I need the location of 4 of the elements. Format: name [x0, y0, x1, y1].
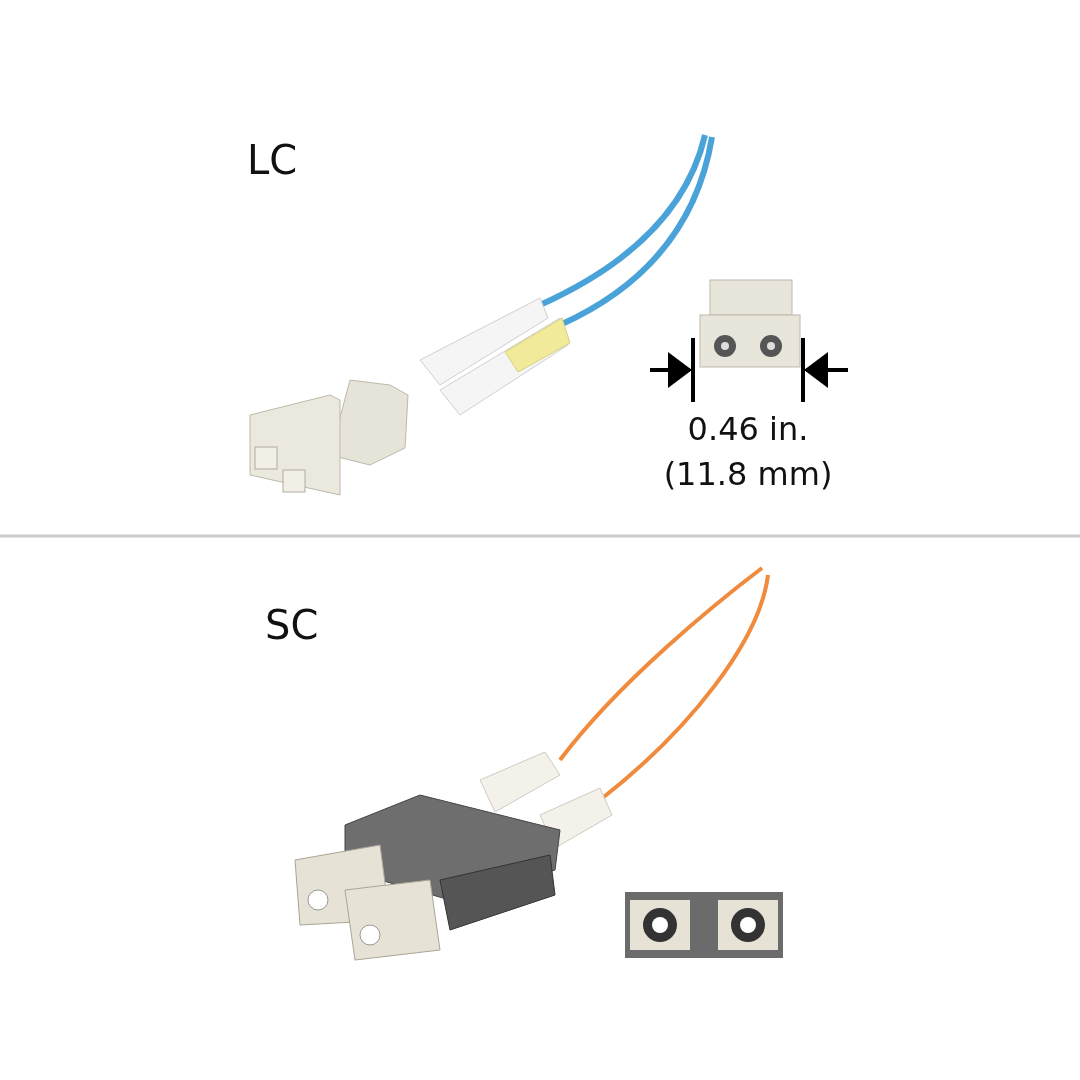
connector-type-label: LC — [247, 140, 298, 180]
dimension-label: 0.46 in. — [687, 413, 809, 445]
connector-type-label: SC — [265, 605, 319, 645]
dimension-label: (11.8 mm) — [663, 458, 833, 490]
